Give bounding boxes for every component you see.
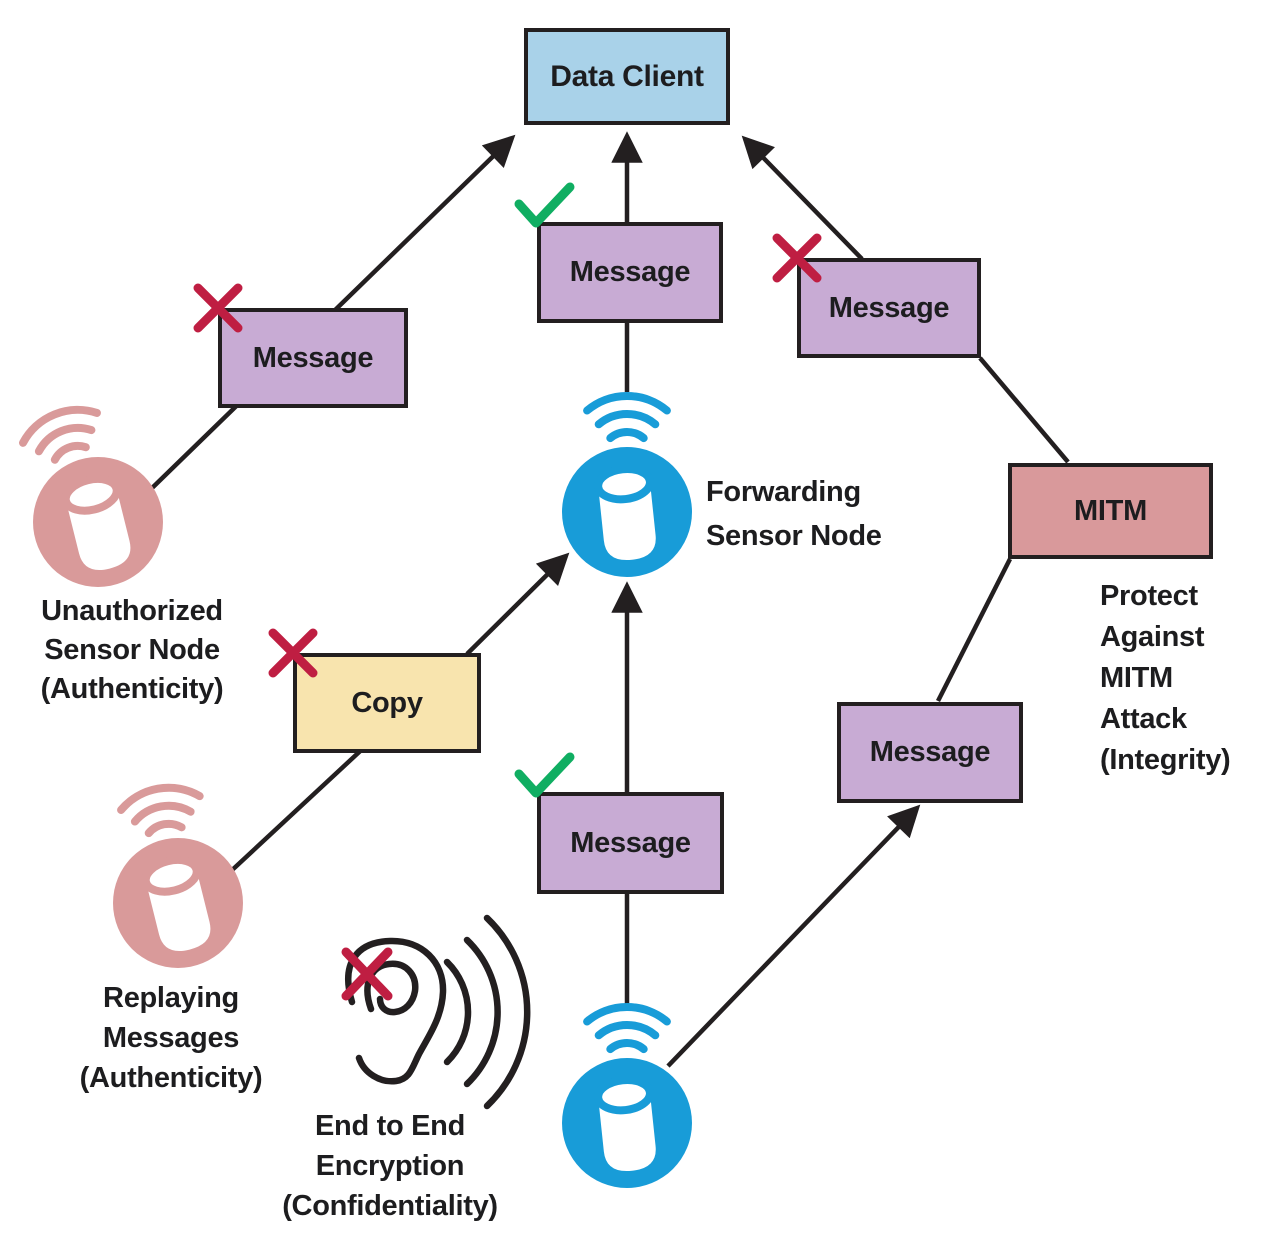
eavesdropping-ear-icon (345, 914, 531, 1110)
message-label: Message (828, 291, 950, 324)
message-label: Message (869, 736, 991, 768)
ear-outline (345, 937, 447, 1085)
arrow-sensor-to-original-message (666, 804, 921, 1068)
original-message-box: Message (837, 702, 1023, 803)
mitm-box: MITM (1008, 463, 1213, 559)
forwarding-sensor-node-icon (562, 391, 692, 577)
protect-mitm-caption: Protect Against MITM Attack (Integrity) (1100, 580, 1231, 776)
end-to-end-encryption-caption: End to End Encryption (Confidentiality) (282, 1110, 498, 1222)
unauthorized-message-box: Message (218, 308, 408, 408)
sensor-cylinder (61, 474, 131, 570)
wifi-signal-icon (117, 783, 204, 838)
mitm-label: MITM (1074, 494, 1147, 527)
forwarding-sensor-caption: Forwarding Sensor Node (706, 476, 882, 552)
check-icon (514, 182, 575, 228)
forwarded-message-top-box: Message (537, 222, 723, 323)
arrow-tampered-message-to-data-client (741, 135, 864, 261)
copy-label: Copy (351, 686, 423, 719)
copy-box: Copy (293, 653, 481, 753)
data-client-box: Data Client (524, 28, 730, 125)
cross-icon (268, 628, 318, 678)
forwarded-message-bottom-box: Message (537, 792, 724, 894)
unauthorized-sensor-caption: Unauthorized Sensor Node (Authenticity) (40, 595, 224, 705)
tampered-message-box: Message (797, 258, 981, 358)
cross-icon (772, 233, 822, 283)
originating-sensor-node-icon (562, 1002, 692, 1188)
data-client-label: Data Client (550, 59, 704, 93)
replaying-sensor-node-icon (113, 783, 243, 968)
replaying-messages-caption: Replaying Messages (Authenticity) (79, 982, 263, 1094)
cross-icon (193, 283, 243, 333)
message-label: Message (569, 256, 691, 288)
sensor-cylinder (594, 464, 656, 561)
sensor-cylinder (141, 855, 211, 951)
message-label: Message (570, 826, 691, 859)
arrow-copy-to-forwarding-node (465, 552, 570, 656)
wifi-signal-icon (583, 391, 671, 443)
wifi-signal-icon (18, 405, 101, 464)
sound-waves-icon (443, 914, 531, 1110)
line-original-message-to-mitm (935, 557, 1013, 703)
cross-icon (341, 947, 393, 1001)
unauthorized-sensor-node-icon (18, 405, 163, 587)
wifi-signal-icon (583, 1002, 671, 1054)
line-tampered-message-to-mitm (978, 356, 1070, 464)
sensor-cylinder (594, 1075, 656, 1172)
message-label: Message (252, 341, 374, 374)
check-icon (514, 752, 575, 798)
